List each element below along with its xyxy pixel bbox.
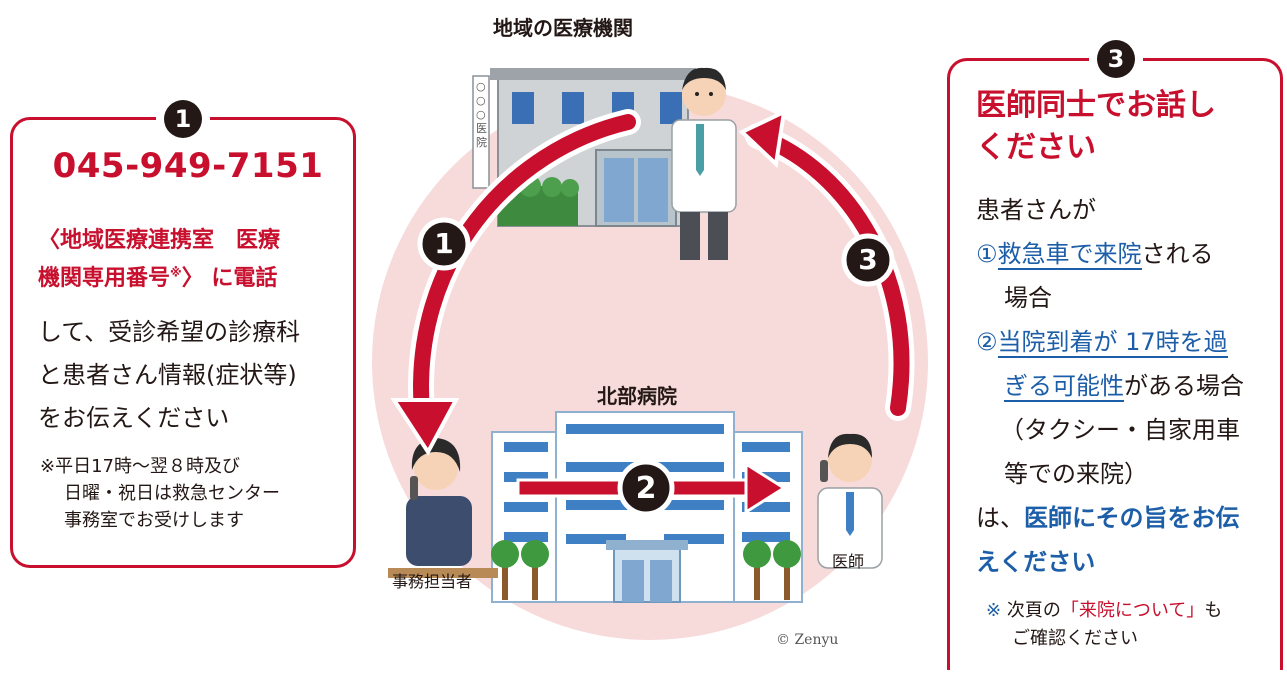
hospital-doctor-icon <box>817 433 883 569</box>
conclusion-highlight-1: 医師にその旨をお伝 <box>1024 504 1240 532</box>
consult-item-1: ①救急車で来院される <box>976 232 1214 276</box>
clinic-doctor-icon <box>671 67 737 260</box>
process-diagram <box>372 67 928 640</box>
hospital-label: 北部病院 <box>597 384 677 408</box>
clinic-building-icon <box>472 68 696 227</box>
doctor-label: 医師 <box>832 552 865 571</box>
tree-icons <box>491 540 801 600</box>
consult-item-1-cont: 場合 <box>1004 284 1052 312</box>
clerk-icon <box>388 438 498 578</box>
step-badge-1: 1 <box>164 100 202 138</box>
arrow-badge-1-number: 1 <box>434 227 454 260</box>
item-2-highlight-1: 当院到着が 17時を過 <box>997 328 1228 358</box>
dept-line-2-tail: 〉 に電話 <box>181 266 278 291</box>
arrow-badge-2 <box>617 459 675 517</box>
consult-item-2: ②当院到着が 17時を過 <box>976 320 1228 364</box>
arrow-badge-1 <box>417 217 471 271</box>
instruction-line-1: して、受診希望の診療科 <box>38 318 301 346</box>
hours-note-3: 事務室でお受けします <box>64 510 244 531</box>
item-2-rest: がある場合 <box>1124 372 1244 400</box>
dept-line-2: 機関専用番号※〉 に電話 <box>38 260 277 292</box>
arrow-step-1 <box>390 109 641 456</box>
copyright-text: © Zenyu <box>776 632 839 648</box>
conclusion-prefix: は、 <box>976 504 1024 532</box>
consult-conclusion-2: えください <box>976 548 1096 576</box>
arrow-badge-2-number: 2 <box>635 471 657 506</box>
consult-item-2-paren-2: 等での来院） <box>1004 460 1148 488</box>
clinic-label: 地域の医療機関 <box>493 16 633 40</box>
consult-note-mark: ※ <box>986 600 1002 621</box>
item-1-highlight: 救急車で来院 <box>997 240 1142 270</box>
consult-note-link: 「来院について」 <box>1060 600 1205 621</box>
consult-intro: 患者さんが <box>976 196 1096 224</box>
consult-title-1: 医師同士でお話し <box>976 88 1216 123</box>
arrow-badge-3-number: 3 <box>858 243 878 276</box>
consult-conclusion: は、医師にその旨をお伝 <box>976 496 1240 540</box>
phone-contact-card <box>10 117 356 568</box>
consult-note-2: ご確認ください <box>1012 628 1138 649</box>
dept-line-2-text: 機関専用番号 <box>38 266 171 291</box>
instruction-line-3: をお伝えください <box>38 404 230 432</box>
instruction-line-2: と患者さん情報(症状等) <box>38 361 297 389</box>
consult-note-post: も <box>1204 600 1223 621</box>
dept-asterisk: ※ <box>170 265 182 280</box>
clinic-sign-text: ○○○医院 <box>476 80 487 149</box>
doctor-consult-card <box>947 58 1283 670</box>
consult-note-1: ※ 次頁の「来院について」も <box>986 598 1222 624</box>
arrow-badge-3 <box>841 233 895 287</box>
item-1-rest: される <box>1141 240 1214 268</box>
item-2-number: ② <box>976 328 998 356</box>
clerk-label: 事務担当者 <box>392 572 473 591</box>
consult-note-pre: 次頁の <box>1001 600 1061 621</box>
dept-line-1: 〈地域医療連携室 医療 <box>38 228 281 253</box>
phone-number: 045-949-7151 <box>52 146 324 186</box>
consult-item-2-paren-1: （タクシー・自家用車 <box>1000 416 1240 444</box>
consult-item-2-line2: ぎる可能性がある場合 <box>1004 364 1244 408</box>
step-badge-3: 3 <box>1097 40 1135 78</box>
consult-title-2: ください <box>976 130 1096 165</box>
item-1-number: ① <box>976 240 998 268</box>
item-2-highlight-2: ぎる可能性 <box>1004 372 1124 402</box>
hours-note-1: ※平日17時〜翌８時及び <box>40 456 240 477</box>
hours-note-2: 日曜・祝日は救急センター <box>64 483 280 504</box>
